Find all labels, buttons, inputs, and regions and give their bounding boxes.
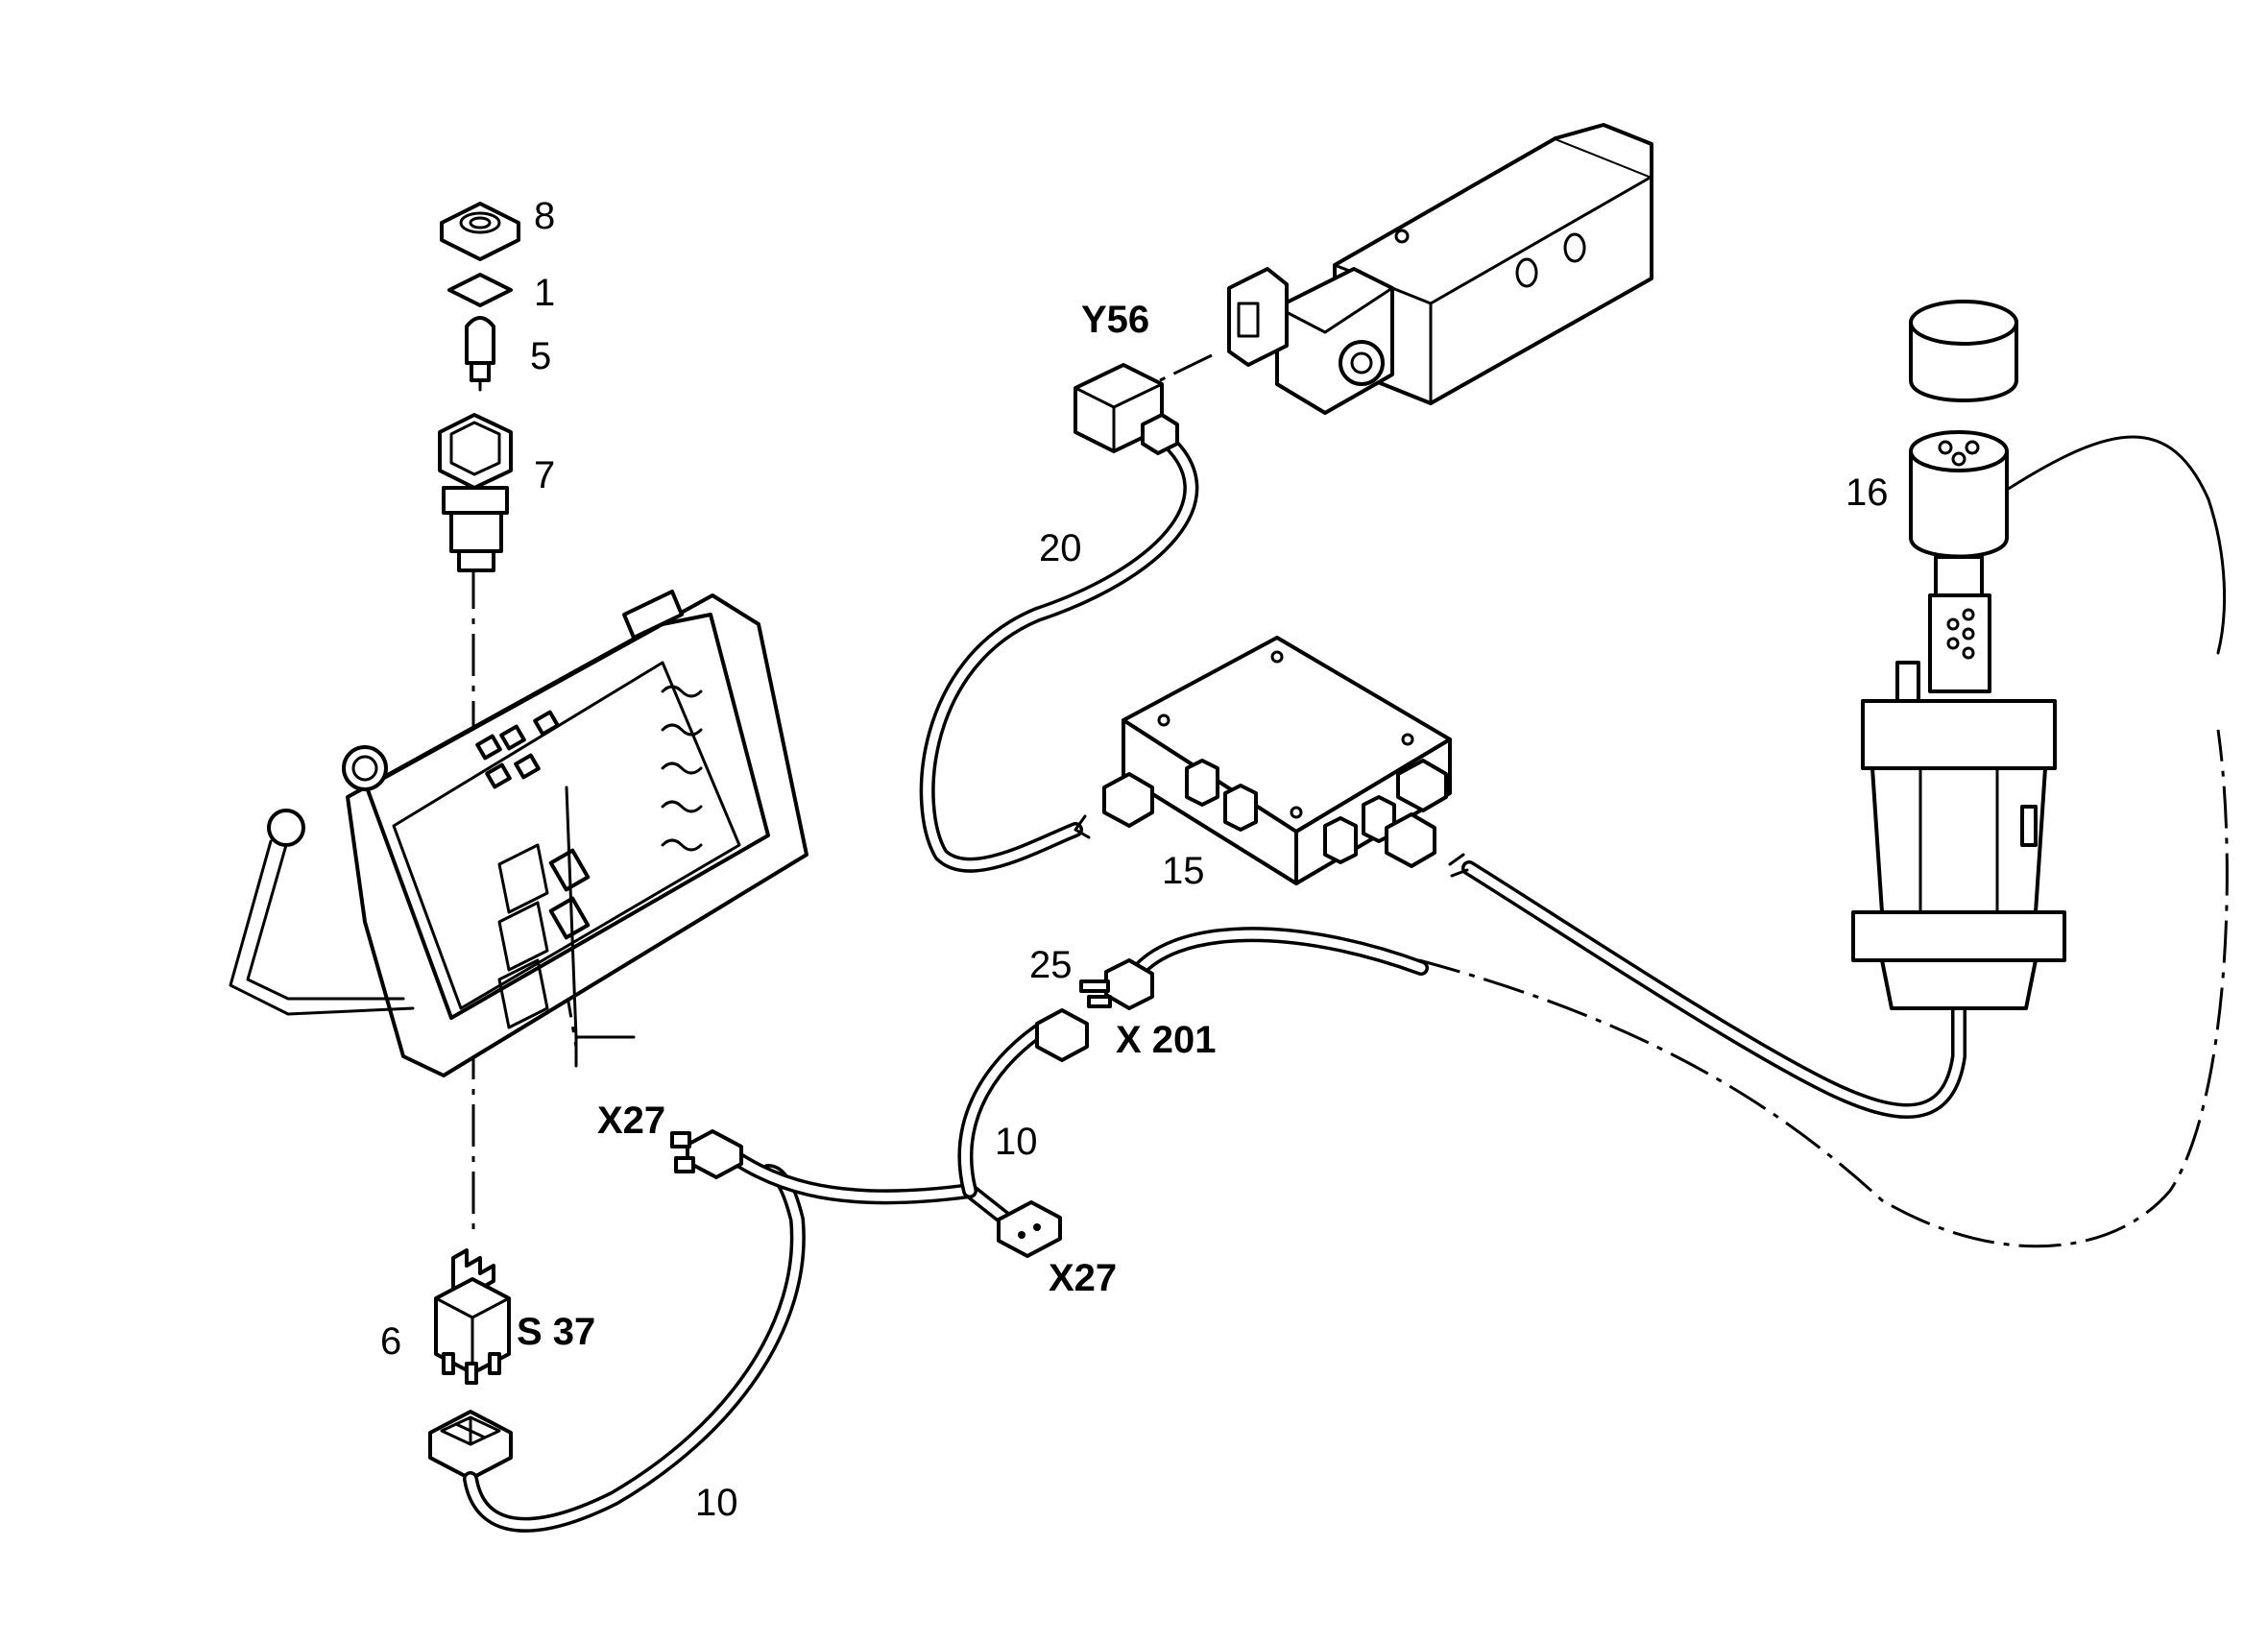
bulb-5 [465,316,495,392]
connector-x201-socket [1035,1008,1089,1062]
label-part-5: 5 [530,335,551,377]
sensor-16 [1851,430,2227,1010]
label-cable-10-lower: 10 [695,1482,738,1524]
cable-25 [1125,927,1429,985]
pushbutton-housing-7 [438,413,513,572]
label-part-1: 1 [534,272,555,314]
label-connector-x27-right: X27 [1049,1257,1117,1299]
cable-20 [919,428,1199,873]
connector-x27-left [670,1129,743,1179]
label-cable-10-upper: 10 [995,1121,1038,1163]
connector-block [428,1410,513,1481]
label-connector-x201: X 201 [1116,1019,1217,1061]
indicator-cap-8 [440,202,520,261]
label-connector-x27-left: X27 [597,1100,665,1142]
label-cable-20: 20 [1039,527,1082,569]
sensor-cap [1909,300,2018,402]
control-panel-housing [229,590,808,1077]
label-junction-box-15: 15 [1162,850,1205,892]
label-valve-y56: Y56 [1081,299,1149,341]
label-part-25: 25 [1029,944,1073,986]
wiring-harness-10 [463,1018,1054,1533]
label-part-6: 6 [380,1320,401,1363]
lens-1 [447,273,513,307]
cable-from-box-to-sensor [1448,853,1966,1119]
junction-box-15 [1102,636,1452,885]
label-switch-s37: S 37 [517,1311,595,1353]
switch-s37 [434,1248,511,1385]
callout-labels: 8 1 5 7 6 S 37 10 10 X27 X27 X 201 25 20… [380,195,1889,1524]
label-sensor-16: 16 [1846,471,1889,514]
connector-x27-right [997,1200,1062,1258]
label-part-8: 8 [534,195,555,237]
plug-25 [1079,958,1154,1010]
solenoid-valve [1227,123,1653,415]
valve-plug-y56 [1074,363,1179,455]
label-part-7: 7 [534,454,555,496]
